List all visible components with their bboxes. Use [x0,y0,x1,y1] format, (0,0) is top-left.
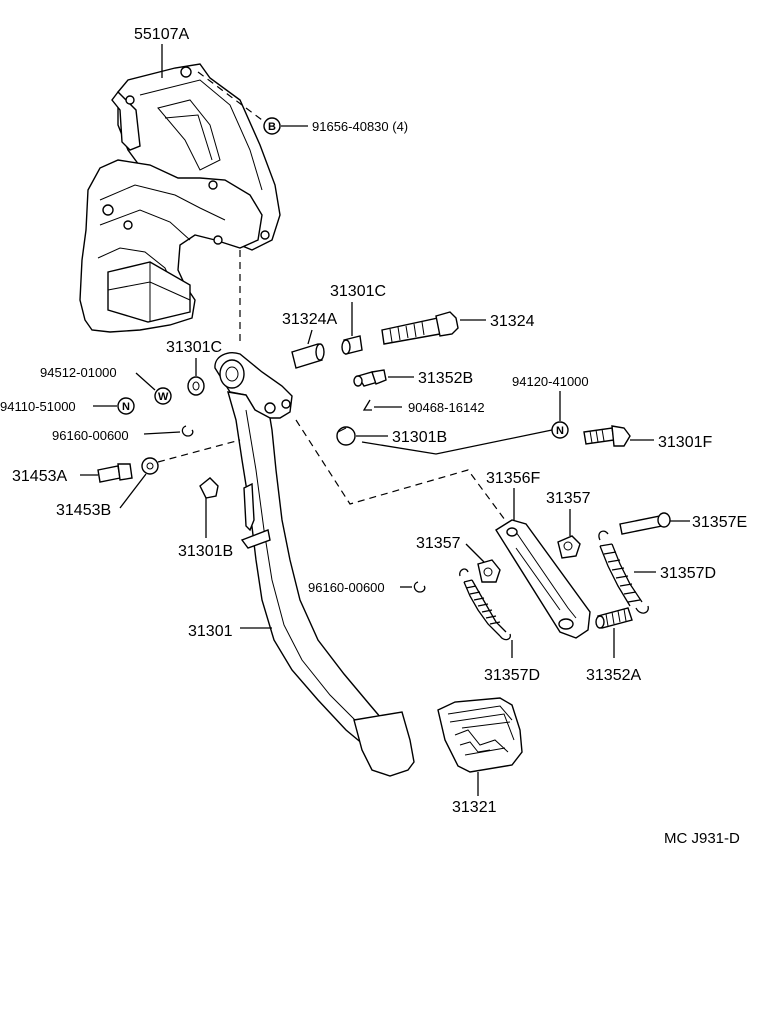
label-31357e: 31357E [692,514,747,531]
label-94110-51000: 94110-51000 [0,399,76,414]
stopper-31352a [595,607,633,629]
label-55107a: 55107A [134,26,189,43]
bushing-31301c-top [341,335,363,355]
label-31453b: 31453B [56,502,111,519]
collar-31357-right [557,535,581,559]
label-31357d-low: 31357D [484,667,540,684]
bushing-31324a [291,343,325,369]
label-31357d-right: 31357D [660,565,716,582]
label-31301: 31301 [188,623,233,640]
bolt-31301f [583,425,631,447]
svg-text:N: N [556,425,564,437]
pin-31357e [619,512,671,535]
label-90468-16142: 90468-16142 [408,400,485,415]
nut-symbol-n-right: N [551,421,569,439]
label-94120-41000: 94120-41000 [512,374,589,389]
bushing-31301c-left [187,376,205,396]
label-96160-00600-mid: 96160-00600 [308,580,385,595]
collar-31357-left [477,559,501,583]
cushion-31301b-low [199,477,219,499]
label-96160-00600-left: 96160-00600 [52,428,129,443]
label-31453a: 31453A [12,468,67,485]
svg-text:N: N [122,401,130,413]
pedal-arm-31301 [214,352,415,777]
spring-31357d-left [459,568,511,641]
label-31324a: 31324A [282,311,337,328]
label-31301c-top: 31301C [330,283,386,300]
nut-31453b [141,457,159,475]
pedal-bracket-55107a [79,63,281,333]
svg-text:B: B [268,121,276,133]
diagram-code: MC J931-D [664,830,740,847]
pedal-pad-31321 [437,697,523,773]
cushion-31301b-mid [336,426,356,446]
bolt-symbol-b: B [263,117,281,135]
label-31321: 31321 [452,799,497,816]
nut-symbol-n-left: N [117,397,135,415]
clip-96160-left [181,425,194,437]
clip-90468 [362,399,372,411]
label-31352b: 31352B [418,370,473,387]
svg-text:W: W [158,391,169,403]
label-31357-left: 31357 [416,535,461,552]
label-31324: 31324 [490,313,535,330]
link-31356f [495,519,591,639]
label-31301b-low: 31301B [178,543,233,560]
label-94512-01000: 94512-01000 [40,365,117,380]
label-91656-40830: 91656-40830 (4) [312,119,408,134]
spring-31357d-right [598,530,649,614]
washer-symbol-w: W [154,387,172,405]
clip-96160-mid [413,581,426,593]
label-31301c-left: 31301C [166,339,222,356]
bolt-31324 [381,311,459,345]
stopper-31352b [353,369,387,387]
label-31301b-mid: 31301B [392,429,447,446]
label-31301f: 31301F [658,434,712,451]
label-31352a: 31352A [586,667,641,684]
label-31356f: 31356F [486,470,540,487]
label-31357-right: 31357 [546,490,591,507]
bolt-31453a [97,463,133,483]
